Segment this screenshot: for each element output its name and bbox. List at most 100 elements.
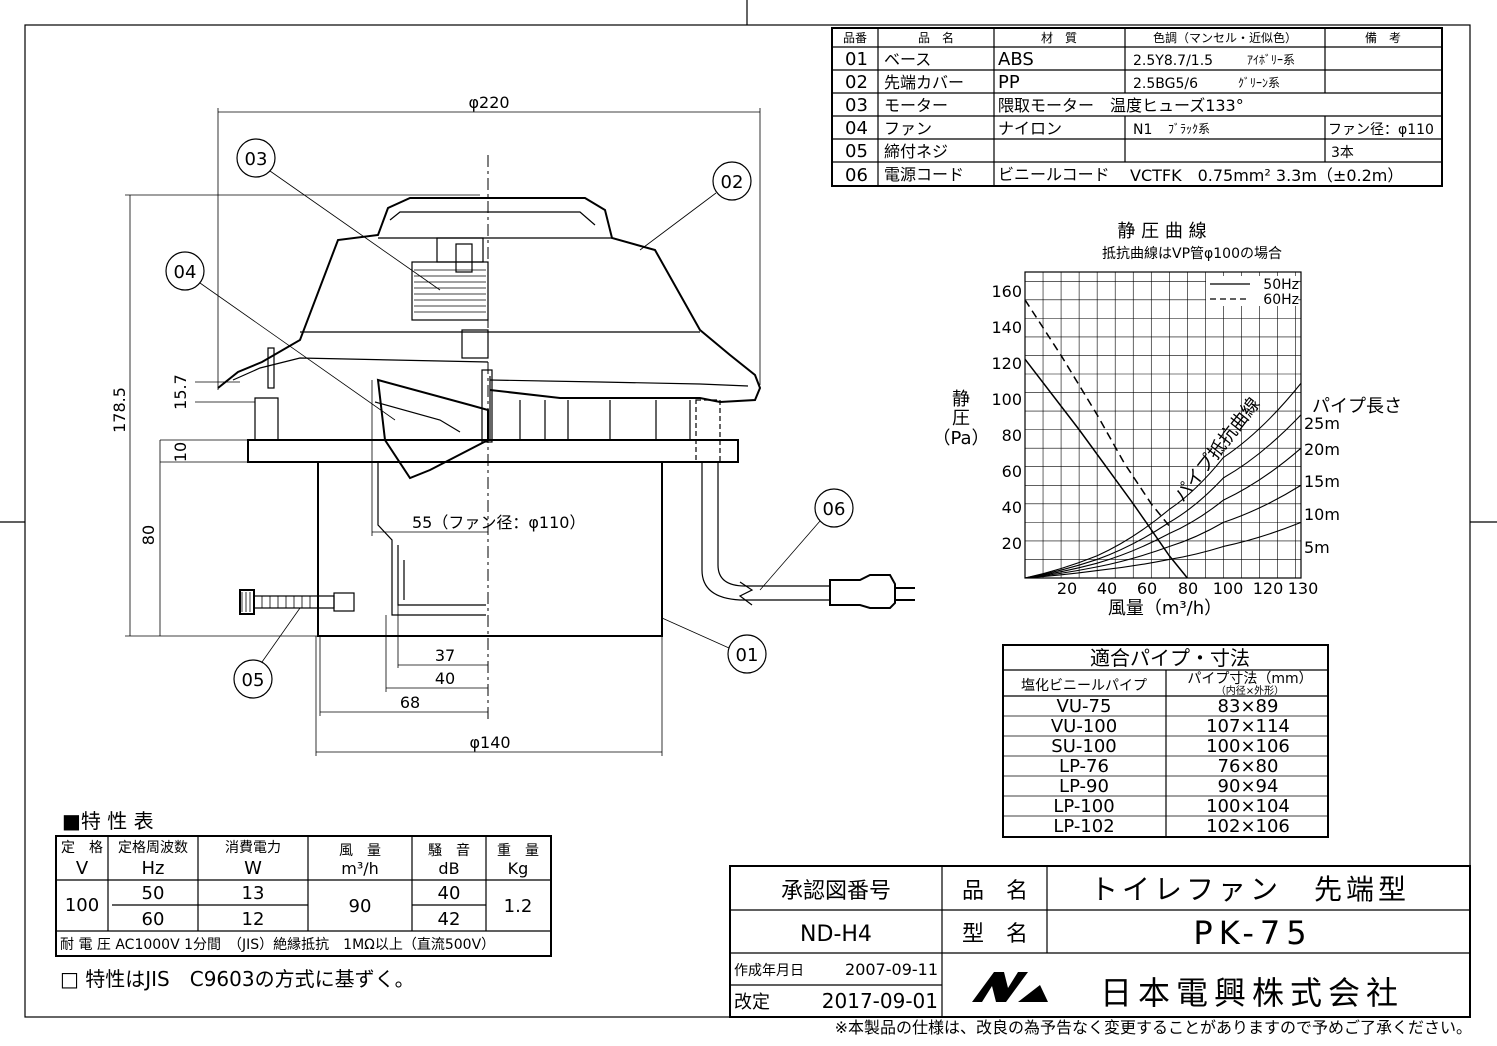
dim-68: 68 — [400, 693, 420, 712]
dim-178-5: 178.5 — [110, 387, 129, 433]
spec-power-50: 13 — [242, 883, 265, 904]
part-no: 06 — [845, 165, 868, 186]
created-label: 作成年月日 — [734, 963, 804, 979]
created-date: 2007-09-11 — [845, 960, 938, 979]
chart-title: 静 圧 曲 線 — [1117, 221, 1206, 242]
svg-text:03: 03 — [245, 149, 268, 170]
y-axis-label: 圧 — [952, 408, 970, 429]
spec-h-air: 風 量 — [339, 843, 381, 859]
pipe-col2-header: パイプ寸法（mm） — [1187, 671, 1312, 687]
pipe-col2-sub: （内径×外形） — [1216, 684, 1284, 697]
pipe-size: 107×114 — [1206, 716, 1290, 737]
dim-55: 55（ファン径：φ110） — [412, 513, 585, 532]
part-material: ビニールコード — [998, 165, 1110, 184]
spec-h-freq: 定格周波数 — [118, 840, 188, 856]
product-name: トイレファン 先端型 — [1090, 873, 1410, 906]
curve-label-15m: 15m — [1304, 472, 1340, 491]
dim-10: 10 — [171, 442, 190, 462]
x-tick: 80 — [1178, 579, 1198, 598]
dim-80: 80 — [139, 525, 158, 545]
revised-label: 改定 — [734, 992, 770, 1013]
callout-02 — [712, 161, 752, 201]
curve-label-5m: 5m — [1304, 538, 1330, 557]
spec-title: ■特 性 表 — [62, 809, 154, 833]
x-tick: 100 — [1213, 579, 1244, 598]
series-5m — [1024, 521, 1302, 579]
part-color: N1 — [1133, 122, 1152, 138]
y-tick: 80 — [1002, 426, 1022, 445]
pipe-table: 適合パイプ・寸法 塩化ビニールパイプ パイプ寸法（mm） （内径×外形） VU-… — [1002, 644, 1329, 838]
x-tick: 130 — [1288, 579, 1319, 598]
legend-50hz: 50Hz — [1263, 277, 1299, 293]
spec-h-weight: 重 量 — [497, 843, 539, 859]
spec-weight: 1.2 — [504, 896, 533, 917]
part-name: ファン — [884, 119, 932, 138]
svg-text:05: 05 — [242, 670, 265, 691]
part-color: 2.5BG5/6 — [1133, 76, 1198, 92]
part-name: 締付ネジ — [884, 142, 948, 161]
callout-04 — [165, 251, 205, 291]
pipe-size: 102×106 — [1206, 816, 1290, 837]
callout-05 — [233, 659, 273, 699]
chart-frame — [1024, 271, 1302, 579]
y-tick: 60 — [1002, 462, 1022, 481]
spec-table: ■特 性 表 定 格 V 定格周波数 Hz 消費電力 W 風 量 m³/h 騒 … — [55, 809, 552, 991]
pipe-table-title: 適合パイプ・寸法 — [1090, 646, 1250, 670]
spec-footer: 耐 電 圧 AC1000V 1分間 （JIS）絶縁抵抗 1MΩ以上（直流500V… — [60, 936, 495, 953]
spec-air: 90 — [349, 896, 372, 917]
part-material: ABS — [998, 49, 1034, 70]
callout-03 — [236, 138, 276, 178]
svg-text:06: 06 — [823, 499, 846, 520]
model-name: PK-75 — [1193, 914, 1312, 952]
part-name: モーター — [884, 96, 948, 115]
series-10m — [1024, 484, 1302, 579]
part-material: ナイロン — [998, 119, 1062, 138]
part-name: 電源コード — [884, 165, 964, 184]
series-50hz — [1024, 358, 1188, 579]
legend-60hz: 60Hz — [1263, 292, 1299, 308]
callout-01 — [727, 634, 767, 674]
part-material: PP — [998, 72, 1020, 93]
spec-note: □ 特性はJIS C9603の方式に基ずく。 — [60, 967, 415, 991]
pipe-type: LP-90 — [1059, 776, 1109, 797]
dim-15-7: 15.7 — [171, 374, 190, 410]
series-15m — [1024, 447, 1302, 579]
parts-header-color: 色調（マンセル・近似色） — [1153, 31, 1297, 45]
pipe-type: LP-102 — [1053, 816, 1114, 837]
spec-h-air-unit: m³/h — [341, 859, 379, 878]
dim-140: φ140 — [469, 733, 510, 752]
model-label: 型 名 — [962, 922, 1028, 947]
spec-power-60: 12 — [242, 909, 265, 930]
part-no: 02 — [845, 72, 868, 93]
title-block: 承認図番号 ND-H4 品 名 トイレファン 先端型 型 名 PK-75 作成年… — [729, 865, 1471, 1018]
x-tick: 40 — [1097, 579, 1117, 598]
x-tick: 120 — [1253, 579, 1284, 598]
revised-date: 2017-09-01 — [822, 989, 938, 1013]
part-no: 01 — [845, 49, 868, 70]
base-body — [317, 462, 663, 637]
parts-header-no: 品番 — [843, 31, 867, 45]
pipe-resistance-label: パイプ抵抗曲線 — [1170, 394, 1264, 506]
part-remark: ファン径：φ110 — [1328, 122, 1434, 138]
part-name: 先端カバー — [884, 73, 964, 92]
spec-h-noise: 騒 音 — [428, 842, 470, 859]
spec-voltage: 100 — [65, 895, 99, 916]
power-plug — [829, 574, 896, 609]
svg-text:01: 01 — [736, 645, 759, 666]
static-pressure-chart: 静 圧 曲 線 抵抗曲線はVP管φ100の場合 160 140 120 100 … — [932, 221, 1402, 619]
part-color: 2.5Y8.7/1.5 — [1133, 53, 1213, 69]
curve-label-10m: 10m — [1304, 505, 1340, 524]
y-axis-label: 静 — [952, 389, 970, 410]
callouts: 03 02 04 06 01 05 — [165, 138, 854, 699]
parts-header-name: 品 名 — [918, 30, 954, 45]
pipe-type: VU-75 — [1057, 696, 1112, 717]
dimensions: φ220 178.5 15.7 10 80 55（ファン径：φ110） 37 4… — [110, 93, 761, 756]
spec-h-power: 消費電力 — [225, 840, 281, 856]
part-no: 03 — [845, 95, 868, 116]
spec-freq-60: 60 — [142, 909, 165, 930]
fan-cross-section — [217, 155, 915, 720]
parts-header-remark: 備 考 — [1365, 30, 1401, 45]
chart-series — [1024, 299, 1302, 579]
y-tick: 140 — [991, 318, 1022, 337]
y-tick: 160 — [991, 282, 1022, 301]
